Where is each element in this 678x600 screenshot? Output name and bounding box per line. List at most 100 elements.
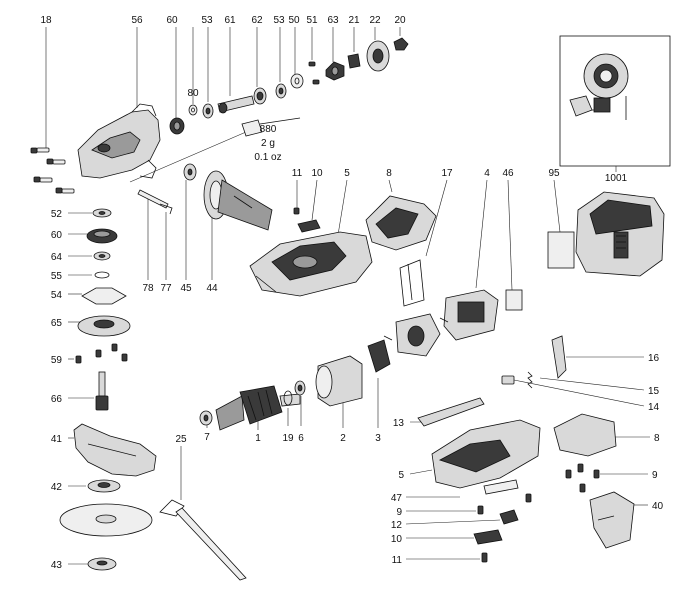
callout-22: 22 — [369, 15, 381, 26]
part-56-gear-housing — [77, 27, 161, 179]
callout-46: 46 — [502, 168, 514, 179]
part-40-cover-lower — [589, 491, 648, 549]
grease-amount-ounces: 0.1 oz — [254, 152, 281, 163]
callout-55: 55 — [51, 271, 63, 282]
callout-18: 18 — [40, 15, 52, 26]
callout-1001: 1001 — [605, 173, 628, 184]
callout-17: 17 — [441, 168, 453, 179]
part-64-bearing — [68, 251, 111, 261]
part-60-bevel-gear-small — [169, 27, 185, 135]
callout-11-top: 11 — [292, 168, 303, 179]
callout-3: 3 — [375, 433, 381, 444]
part-5-motor-housing — [249, 179, 373, 297]
part-51-screws — [308, 27, 320, 85]
part-17-switch-frame — [399, 179, 448, 307]
callout-21: 21 — [348, 15, 360, 26]
callout-65: 65 — [51, 318, 63, 329]
part-disc — [59, 503, 153, 537]
callout-14: 14 — [648, 402, 660, 413]
part-11-screw-bottom — [406, 552, 488, 563]
callout-labels: 18 56 60 53 61 62 53 50 51 63 21 22 20 8… — [40, 15, 663, 571]
callout-5-bottom: 5 — [398, 470, 404, 481]
part-21-spindle-lock — [347, 27, 361, 69]
part-42-support-flange — [68, 479, 121, 493]
callout-41: 41 — [51, 434, 63, 445]
part-53-bearing — [202, 27, 214, 119]
callout-1: 1 — [255, 433, 261, 444]
callout-5-top: 5 — [344, 168, 350, 179]
callout-4: 4 — [484, 168, 490, 179]
inset-1001 — [559, 35, 671, 172]
part-50-washer — [290, 27, 304, 89]
callout-47: 47 — [391, 493, 403, 504]
callout-8-bottom: 8 — [654, 433, 660, 444]
part-4-electronics — [383, 179, 499, 357]
part-9-screws-left — [406, 493, 532, 515]
part-53-bearing-second — [275, 27, 287, 99]
part-41-protection-hood — [68, 423, 157, 477]
part-8-cover-bottom — [553, 413, 650, 457]
part-66-spindle — [68, 371, 109, 411]
callout-60-left: 60 — [51, 230, 63, 241]
part-63-locking-nut — [325, 27, 345, 81]
part-11-screw-top — [293, 180, 300, 215]
part-20-nut — [393, 27, 409, 51]
part-7-bearing — [199, 410, 213, 428]
part-19-ring — [283, 390, 293, 426]
part-10-cover-top — [297, 179, 321, 233]
callout-11-bottom: 11 — [392, 555, 403, 566]
callout-78: 78 — [142, 283, 154, 294]
callout-6: 6 — [298, 433, 304, 444]
callout-56: 56 — [131, 15, 143, 26]
part-12-nut — [405, 509, 519, 525]
part-15-spring — [527, 371, 645, 391]
part-47-label — [406, 479, 519, 498]
callout-51: 51 — [306, 15, 318, 26]
part-95-label — [547, 179, 575, 269]
callout-53: 53 — [201, 15, 213, 26]
callout-40: 40 — [652, 501, 664, 512]
part-54-gasket — [68, 287, 127, 305]
callout-77: 77 — [160, 283, 172, 294]
callout-53-second: 53 — [273, 15, 285, 26]
callout-16: 16 — [648, 353, 660, 364]
part-3-brush-plate — [367, 339, 391, 428]
callout-45: 45 — [180, 283, 192, 294]
callout-44: 44 — [206, 283, 218, 294]
part-13-switch-rod — [410, 397, 485, 427]
part-62-bearing — [253, 27, 267, 105]
callout-9-left: 9 — [396, 507, 402, 518]
part-52-bearing — [68, 208, 112, 218]
part-1-armature — [215, 385, 301, 431]
callout-10-bottom: 10 — [391, 534, 403, 545]
callout-59: 59 — [51, 355, 63, 366]
part-22-gear-wheel — [366, 27, 390, 72]
part-9-screws-right — [565, 463, 648, 493]
callout-61: 61 — [224, 15, 236, 26]
part-78-pin — [137, 189, 169, 280]
callout-15: 15 — [648, 386, 660, 397]
callout-9-right: 9 — [652, 470, 658, 481]
callout-7: 7 — [204, 432, 210, 443]
part-80-washer — [188, 27, 198, 116]
part-1001-battery-pack — [575, 191, 665, 277]
part-6-bearing — [294, 380, 306, 426]
callout-66: 66 — [51, 394, 63, 405]
part-25-spanner — [159, 446, 247, 581]
callout-25: 25 — [175, 434, 187, 445]
callout-13: 13 — [393, 418, 405, 429]
callout-19: 19 — [282, 433, 294, 444]
part-44-side-handle — [203, 170, 273, 280]
part-60-bevel-gear-large — [68, 228, 118, 244]
callout-64: 64 — [51, 252, 63, 263]
part-10-cover-bottom — [406, 529, 503, 545]
callout-52: 52 — [51, 209, 63, 220]
callout-60: 60 — [166, 15, 178, 26]
part-61-spindle — [217, 27, 255, 114]
part-5-housing-half — [409, 419, 541, 489]
callout-80: 80 — [187, 88, 199, 99]
callout-8-top: 8 — [386, 168, 392, 179]
part-59-screws — [68, 343, 128, 364]
grease-amount-grams: 2 g — [261, 138, 275, 149]
